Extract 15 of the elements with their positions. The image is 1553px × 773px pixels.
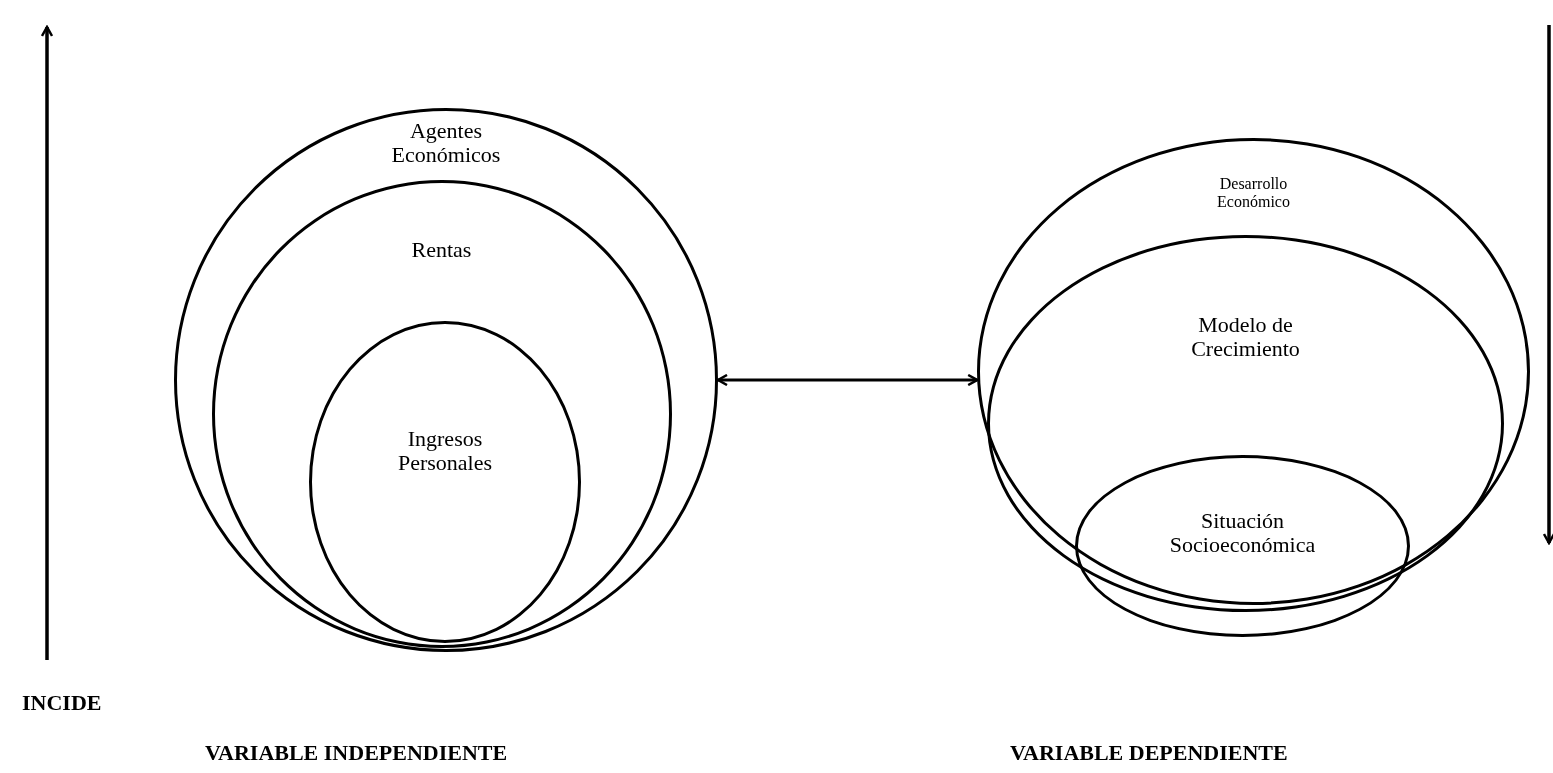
circle-node xyxy=(211,179,672,648)
circle-label: Modelo de Crecimiento xyxy=(1190,313,1301,361)
circle-node xyxy=(1075,455,1410,637)
circle-label: Rentas xyxy=(410,237,473,262)
circle-label: Desarrollo Económico xyxy=(1216,175,1291,211)
circle-node xyxy=(309,321,581,643)
double-arrow xyxy=(716,373,979,387)
circle-node xyxy=(174,108,718,652)
circle-label: Ingresos Personales xyxy=(396,427,494,475)
circle-label: Agentes Económicos xyxy=(390,119,502,167)
circle-label: Situación Socioeconómica xyxy=(1168,509,1317,557)
caption-text: VARIABLE DEPENDIENTE xyxy=(1010,740,1288,766)
circle-node xyxy=(977,138,1530,605)
caption-text: VARIABLE INDEPENDIENTE xyxy=(205,740,508,766)
caption-text: INCIDE xyxy=(22,690,102,716)
